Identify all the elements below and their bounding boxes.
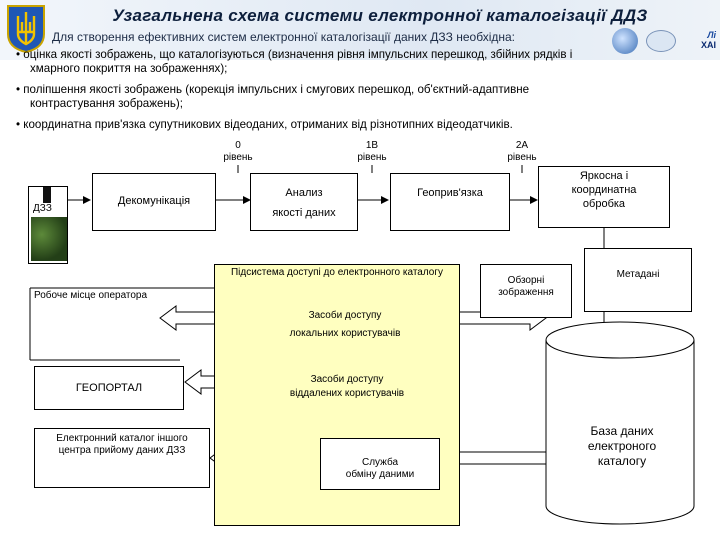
bullet-2: • поліпшення якості зображень (корекція … [16, 83, 530, 96]
bullet-1: • оцінка якості зображень, що каталогізу… [16, 48, 573, 61]
ddz-label: ДЗЗ [33, 203, 52, 214]
other-catalog-box: Електронний каталог іншого центра прийом… [34, 428, 210, 488]
operator-workstation-label: Робоче місце оператора [34, 290, 148, 301]
header-band [0, 0, 720, 60]
georeference-box: Геоприв'язка [390, 173, 510, 231]
bullet-3: • координатна прив'язка супутникових від… [16, 118, 513, 131]
ddz-image-box: ДЗЗ [28, 186, 68, 264]
page-title: Узагальнена схема системи електронної ка… [112, 6, 648, 25]
decommutation-box: Декомунікація [92, 173, 216, 231]
bullet-1-cont: хмарного покриття на зображеннях); [30, 62, 228, 75]
brightness-processing-box: Яркосна і координатна обробка [538, 166, 670, 228]
data-exchange-box: Служба обміну даними [320, 438, 440, 490]
intro-text: Для створення ефективних систем електрон… [52, 30, 515, 44]
institute-logo [646, 30, 676, 52]
geoportal-box: ГЕОПОРТАЛ [34, 366, 184, 410]
overview-images-box: Обзорні зображення [480, 264, 572, 318]
metadata-box: Метадані [584, 248, 692, 312]
quality-analysis-box: Анализ якості даних [250, 173, 358, 231]
bullet-2-cont: контрастування зображень); [30, 97, 183, 110]
satellite-image [31, 217, 67, 261]
subsystem-title: Підсистема доступі до електронного катал… [230, 267, 444, 278]
xai-logo: Лі XAI [700, 30, 716, 50]
globe-logo [612, 28, 638, 54]
coat-of-arms-logo [6, 4, 46, 54]
